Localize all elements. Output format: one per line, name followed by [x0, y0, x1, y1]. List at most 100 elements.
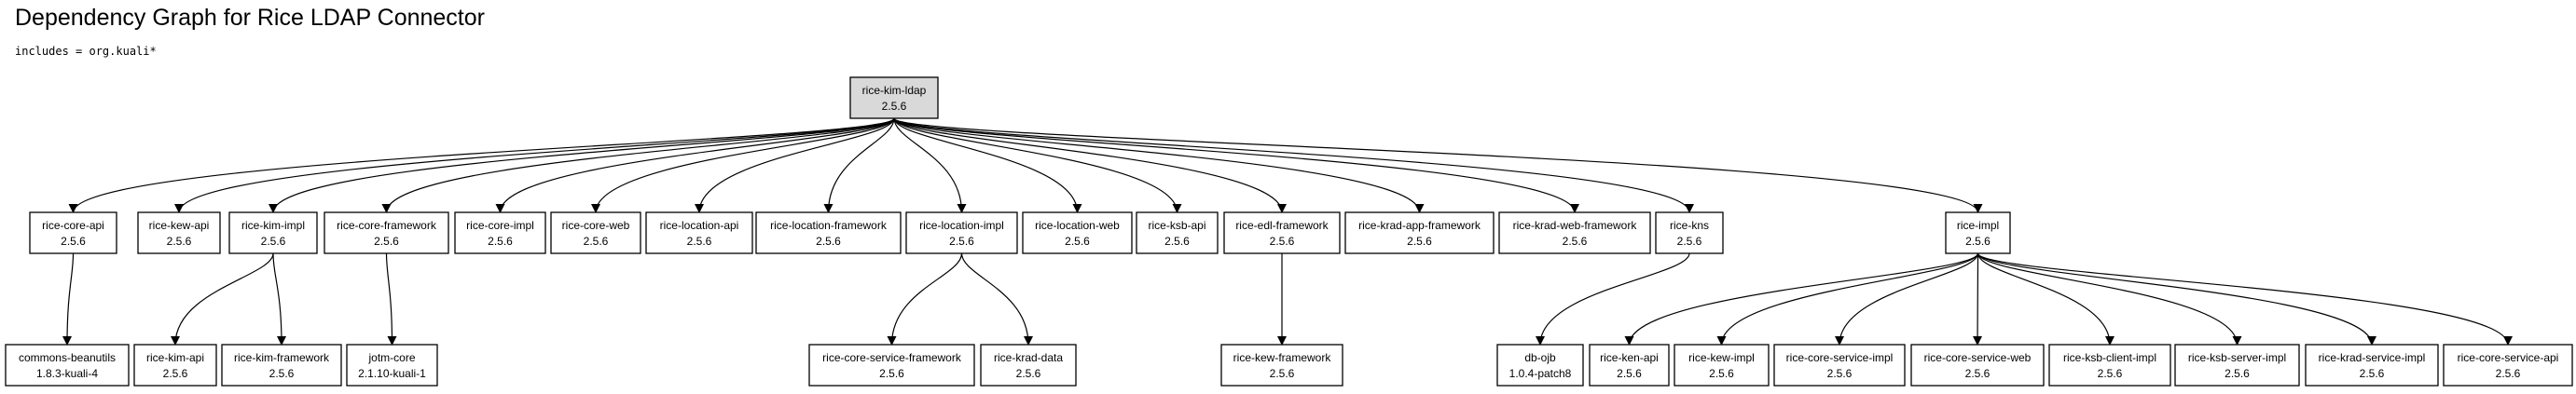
edge-rice-location-impl-to-rice-krad-data [960, 252, 1033, 346]
node-version: 2.5.6 [879, 367, 904, 380]
node-rice-location-api: rice-location-api 2.5.6 [645, 211, 753, 254]
node-box [228, 211, 318, 254]
edge-rice-impl-to-rice-core-service-web [1973, 252, 1983, 346]
node-name: rice-edl-framework [1235, 219, 1329, 232]
edge-rice-kim-ldap-to-rice-core-web [591, 117, 895, 213]
edge-rice-impl-to-rice-core-service-api [1977, 252, 2513, 346]
node-box [550, 211, 641, 254]
node-version: 2.5.6 [167, 235, 192, 248]
node-box [808, 344, 975, 387]
edge-rice-kim-ldap-to-rice-location-framework [823, 117, 895, 213]
node-jotm-core: jotm-core 2.1.10-kuali-1 [346, 344, 438, 387]
node-version: 2.5.6 [2225, 367, 2250, 380]
node-box [454, 211, 546, 254]
node-name: rice-krad-app-framework [1358, 219, 1481, 232]
node-version: 2.5.6 [949, 235, 974, 248]
node-box [1589, 344, 1670, 387]
node-box [1674, 344, 1770, 387]
node-box [1344, 211, 1495, 254]
node-box [221, 344, 342, 387]
node-box [324, 211, 449, 254]
node-version: 2.5.6 [261, 235, 286, 248]
node-version: 2.5.6 [1563, 235, 1588, 248]
node-box [1773, 344, 1906, 387]
node-version: 2.5.6 [2098, 367, 2123, 380]
node-box [849, 76, 939, 119]
node-name: rice-ken-api [1600, 351, 1659, 364]
node-box [133, 344, 217, 387]
edge-rice-location-impl-to-rice-core-service-framework [887, 252, 963, 346]
node-name: jotm-core [367, 351, 415, 364]
node-version: 2.5.6 [61, 235, 86, 248]
node-version: 2.5.6 [1677, 235, 1702, 248]
node-name: rice-core-framework [337, 219, 437, 232]
node-box [5, 344, 130, 387]
edge-rice-kim-ldap-to-rice-location-api [695, 117, 895, 213]
edge-rice-kim-ldap-to-rice-edl-framework [893, 117, 1287, 213]
node-box [2443, 344, 2573, 387]
node-name: rice-core-service-impl [1786, 351, 1894, 364]
node-version: 2.1.10-kuali-1 [358, 367, 426, 380]
edge-rice-kim-ldap-to-rice-core-framework [381, 117, 895, 213]
node-name: rice-kew-framework [1233, 351, 1332, 364]
node-name: rice-core-impl [466, 219, 534, 232]
node-box [1220, 344, 1343, 387]
node-version: 1.0.4-patch8 [1509, 367, 1572, 380]
edge-rice-kim-ldap-to-rice-kns [893, 117, 1694, 213]
node-box [29, 211, 117, 254]
node-version: 2.5.6 [882, 100, 907, 113]
node-version: 2.5.6 [2496, 367, 2521, 380]
node-name: commons-beanutils [19, 351, 116, 364]
node-version: 2.5.6 [2360, 367, 2385, 380]
node-name: rice-impl [1957, 219, 1999, 232]
node-name: rice-kew-api [149, 219, 210, 232]
node-version: 2.5.6 [1407, 235, 1432, 248]
node-box [755, 211, 902, 254]
node-version: 1.8.3-kuali-4 [36, 367, 98, 380]
node-box [980, 344, 1077, 387]
node-box [645, 211, 753, 254]
node-name: rice-core-api [42, 219, 104, 232]
edge-rice-kim-impl-to-rice-kim-api [171, 252, 274, 346]
node-box [1910, 344, 2045, 387]
graph-nodes: rice-kim-ldap2.5.6rice-core-api2.5.6rice… [5, 76, 2573, 387]
edge-rice-kim-ldap-to-rice-location-impl [893, 117, 967, 213]
edge-rice-core-api-to-commons-beanutils [62, 252, 75, 346]
node-rice-core-api: rice-core-api 2.5.6 [29, 211, 117, 254]
node-name: rice-location-api [660, 219, 739, 232]
node-rice-krad-app-framework: rice-krad-app-framework 2.5.6 [1344, 211, 1495, 254]
edge-rice-kim-impl-to-rice-kim-framework [272, 252, 286, 346]
edge-rice-kim-ldap-to-rice-impl [893, 117, 1983, 213]
node-version: 2.5.6 [816, 235, 841, 248]
edge-rice-impl-to-rice-kew-impl [1716, 252, 1979, 346]
edge-rice-kim-ldap-to-rice-location-web [893, 117, 1082, 213]
node-version: 2.5.6 [687, 235, 712, 248]
edge-rice-core-framework-to-jotm-core [385, 252, 397, 346]
node-box [1496, 344, 1584, 387]
node-box [1223, 211, 1341, 254]
edge-rice-impl-to-rice-ksb-server-impl [1977, 252, 2242, 346]
node-name: rice-core-service-web [1924, 351, 2032, 364]
